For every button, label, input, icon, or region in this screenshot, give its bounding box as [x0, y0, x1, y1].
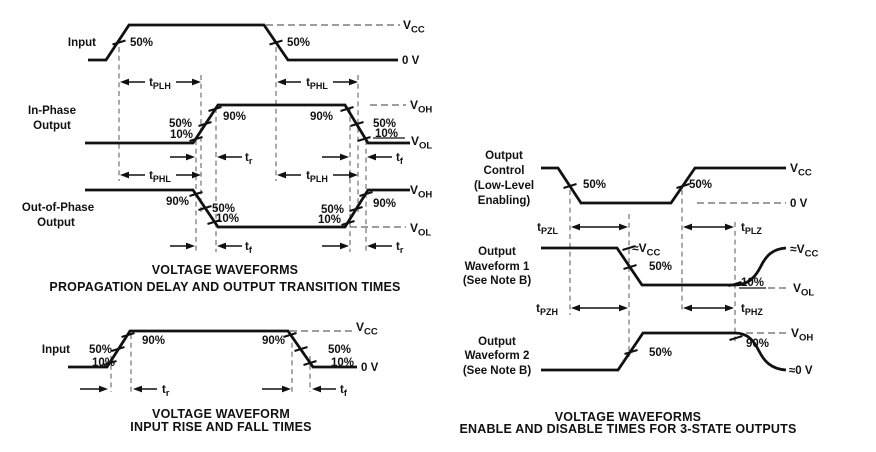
fall-90pct-label: 90% [262, 335, 285, 347]
input-waveform [88, 23, 398, 62]
prop-delay-tick-marks [112, 39, 373, 226]
tf-label-inphase: tf [396, 152, 404, 166]
w1-approx-vcc-label-mid: ≈VCC [632, 241, 660, 259]
outphase-fall-10pct-label: 10% [216, 213, 239, 225]
tpzh-label: tPZH [536, 303, 558, 317]
input-fall-50pct-label: 50% [287, 37, 310, 49]
output-waveform1-label-line3: (See Note B) [463, 275, 532, 287]
fall-10pct-label: 10% [331, 357, 354, 369]
inphase-fall-50pct-label: 50% [373, 118, 396, 130]
w2-90pct-label: 90% [746, 338, 769, 350]
rise-50pct-label: 50% [89, 344, 112, 356]
tphz-label: tPHZ [741, 303, 763, 317]
inphase-output-label-line2: Output [33, 120, 71, 132]
outphase-output-label-line2: Output [37, 217, 75, 229]
w2-approx-zero-v-label: ≈0 V [789, 365, 813, 377]
tplz-label: tPLZ [741, 222, 762, 236]
vol-label-outphase: VOL [410, 221, 431, 239]
voh-label-w2: VOH [791, 326, 813, 344]
outphase-rise-10pct-label: 10% [318, 214, 341, 226]
rise-90pct-label: 90% [142, 335, 165, 347]
rise-fall-caption-line1: VOLTAGE WAVEFORM [152, 407, 290, 421]
tplh-label-row1: tPLH [149, 77, 171, 91]
tplh-label-row2: tPLH [306, 170, 328, 184]
prop-delay-caption-line1: VOLTAGE WAVEFORMS [152, 263, 298, 277]
zero-v-label-input: 0 V [402, 55, 420, 67]
vol-label-inphase: VOL [411, 134, 432, 152]
zero-v-label-rise-fall: 0 V [361, 362, 379, 374]
zero-v-label-control: 0 V [790, 198, 808, 210]
inphase-output-label-line1: In-Phase [28, 105, 76, 117]
voh-label-inphase: VOH [410, 98, 432, 116]
inphase-fall-90pct-label: 90% [310, 111, 333, 123]
prop-delay-caption-line2: PROPAGATION DELAY AND OUTPUT TRANSITION … [49, 280, 400, 294]
output-control-label-line1: Output [485, 150, 523, 162]
vol-label-w1: VOL [793, 281, 814, 299]
voh-label-outphase: VOH [410, 183, 432, 201]
outphase-rise-50pct-label: 50% [321, 204, 344, 216]
outphase-output-label-line1: Out-of-Phase [22, 202, 94, 214]
rise-fall-input-label: Input [42, 344, 70, 356]
rise-fall-dimension-arrows [80, 385, 336, 393]
enable-disable-dimension-arrows [571, 223, 734, 312]
rise-fall-input-waveform [68, 329, 357, 369]
output-waveform-2 [541, 331, 787, 372]
output-waveform1-label-line2: Waveform 1 [465, 261, 530, 273]
output-control-waveform [541, 166, 786, 205]
tr-label-inphase: tr [245, 152, 253, 166]
output-control-label-line2: Control [484, 165, 525, 177]
vcc-label-input: VCC [403, 18, 425, 36]
tf-label-rise-fall: tf [340, 384, 348, 398]
inphase-output-waveform [85, 103, 410, 145]
tphl-label-row2: tPHL [149, 170, 171, 184]
outphase-rise-90pct-label: 90% [373, 198, 396, 210]
output-waveform2-label-line1: Output [478, 336, 516, 348]
enable-disable-diagram: Output Control (Low-Level Enabling) 50% … [459, 150, 818, 436]
enable-disable-caption-line1: VOLTAGE WAVEFORMS [555, 410, 701, 424]
vcc-label-rise-fall: VCC [356, 320, 378, 338]
output-control-label-line3: (Low-Level [474, 180, 534, 192]
outphase-output-waveform [85, 188, 410, 229]
tf-label-outphase: tf [245, 241, 253, 255]
rise-fall-caption-line2: INPUT RISE AND FALL TIMES [130, 420, 311, 434]
inphase-rise-50pct-label: 50% [169, 118, 192, 130]
input-rise-50pct-label: 50% [130, 37, 153, 49]
tphl-label-row1: tPHL [306, 77, 328, 91]
fall-50pct-label: 50% [328, 344, 351, 356]
enable-disable-dashed-guides [569, 190, 790, 357]
output-waveform2-label-line3: (See Note B) [463, 365, 532, 377]
inphase-rise-90pct-label: 90% [223, 111, 246, 123]
tr-label-outphase: tr [396, 241, 404, 255]
outphase-fall-90pct-label: 90% [166, 196, 189, 208]
enable-disable-caption-line2: ENABLE AND DISABLE TIMES FOR 3-STATE OUT… [459, 422, 796, 436]
vcc-label-control: VCC [790, 161, 812, 179]
inphase-fall-10pct-label: 10% [375, 128, 398, 140]
rise-fall-dashed-guides [110, 330, 352, 392]
enable-disable-tick-marks [563, 183, 743, 355]
tr-label-rise-fall: tr [162, 384, 170, 398]
w2-50pct-label: 50% [649, 347, 672, 359]
rise-fall-tick-marks [103, 332, 317, 366]
w1-approx-vcc-label-right: ≈VCC [790, 242, 818, 260]
input-label: Input [68, 37, 96, 49]
control-rise-50pct-label: 50% [689, 179, 712, 191]
output-waveform2-label-line2: Waveform 2 [465, 350, 530, 362]
prop-delay-diagram: Input 50% 50% VCC 0 V tPLH tPHL In-Phase… [22, 18, 433, 294]
tpzl-label: tPZL [537, 222, 558, 236]
control-fall-50pct-label: 50% [583, 179, 606, 191]
w1-10pct-label: 10% [741, 277, 764, 289]
rise-fall-diagram: Input 50% 10% 90% 90% 50% 10% VCC 0 V tr… [42, 320, 379, 434]
rise-10pct-label: 10% [92, 357, 115, 369]
outphase-fall-50pct-label: 50% [212, 203, 235, 215]
prop-delay-dimension-arrows [120, 78, 392, 250]
w1-50pct-label: 50% [649, 261, 672, 273]
output-control-label-line4: Enabling) [478, 195, 531, 207]
inphase-rise-10pct-label: 10% [170, 129, 193, 141]
output-waveform1-label-line1: Output [478, 246, 516, 258]
